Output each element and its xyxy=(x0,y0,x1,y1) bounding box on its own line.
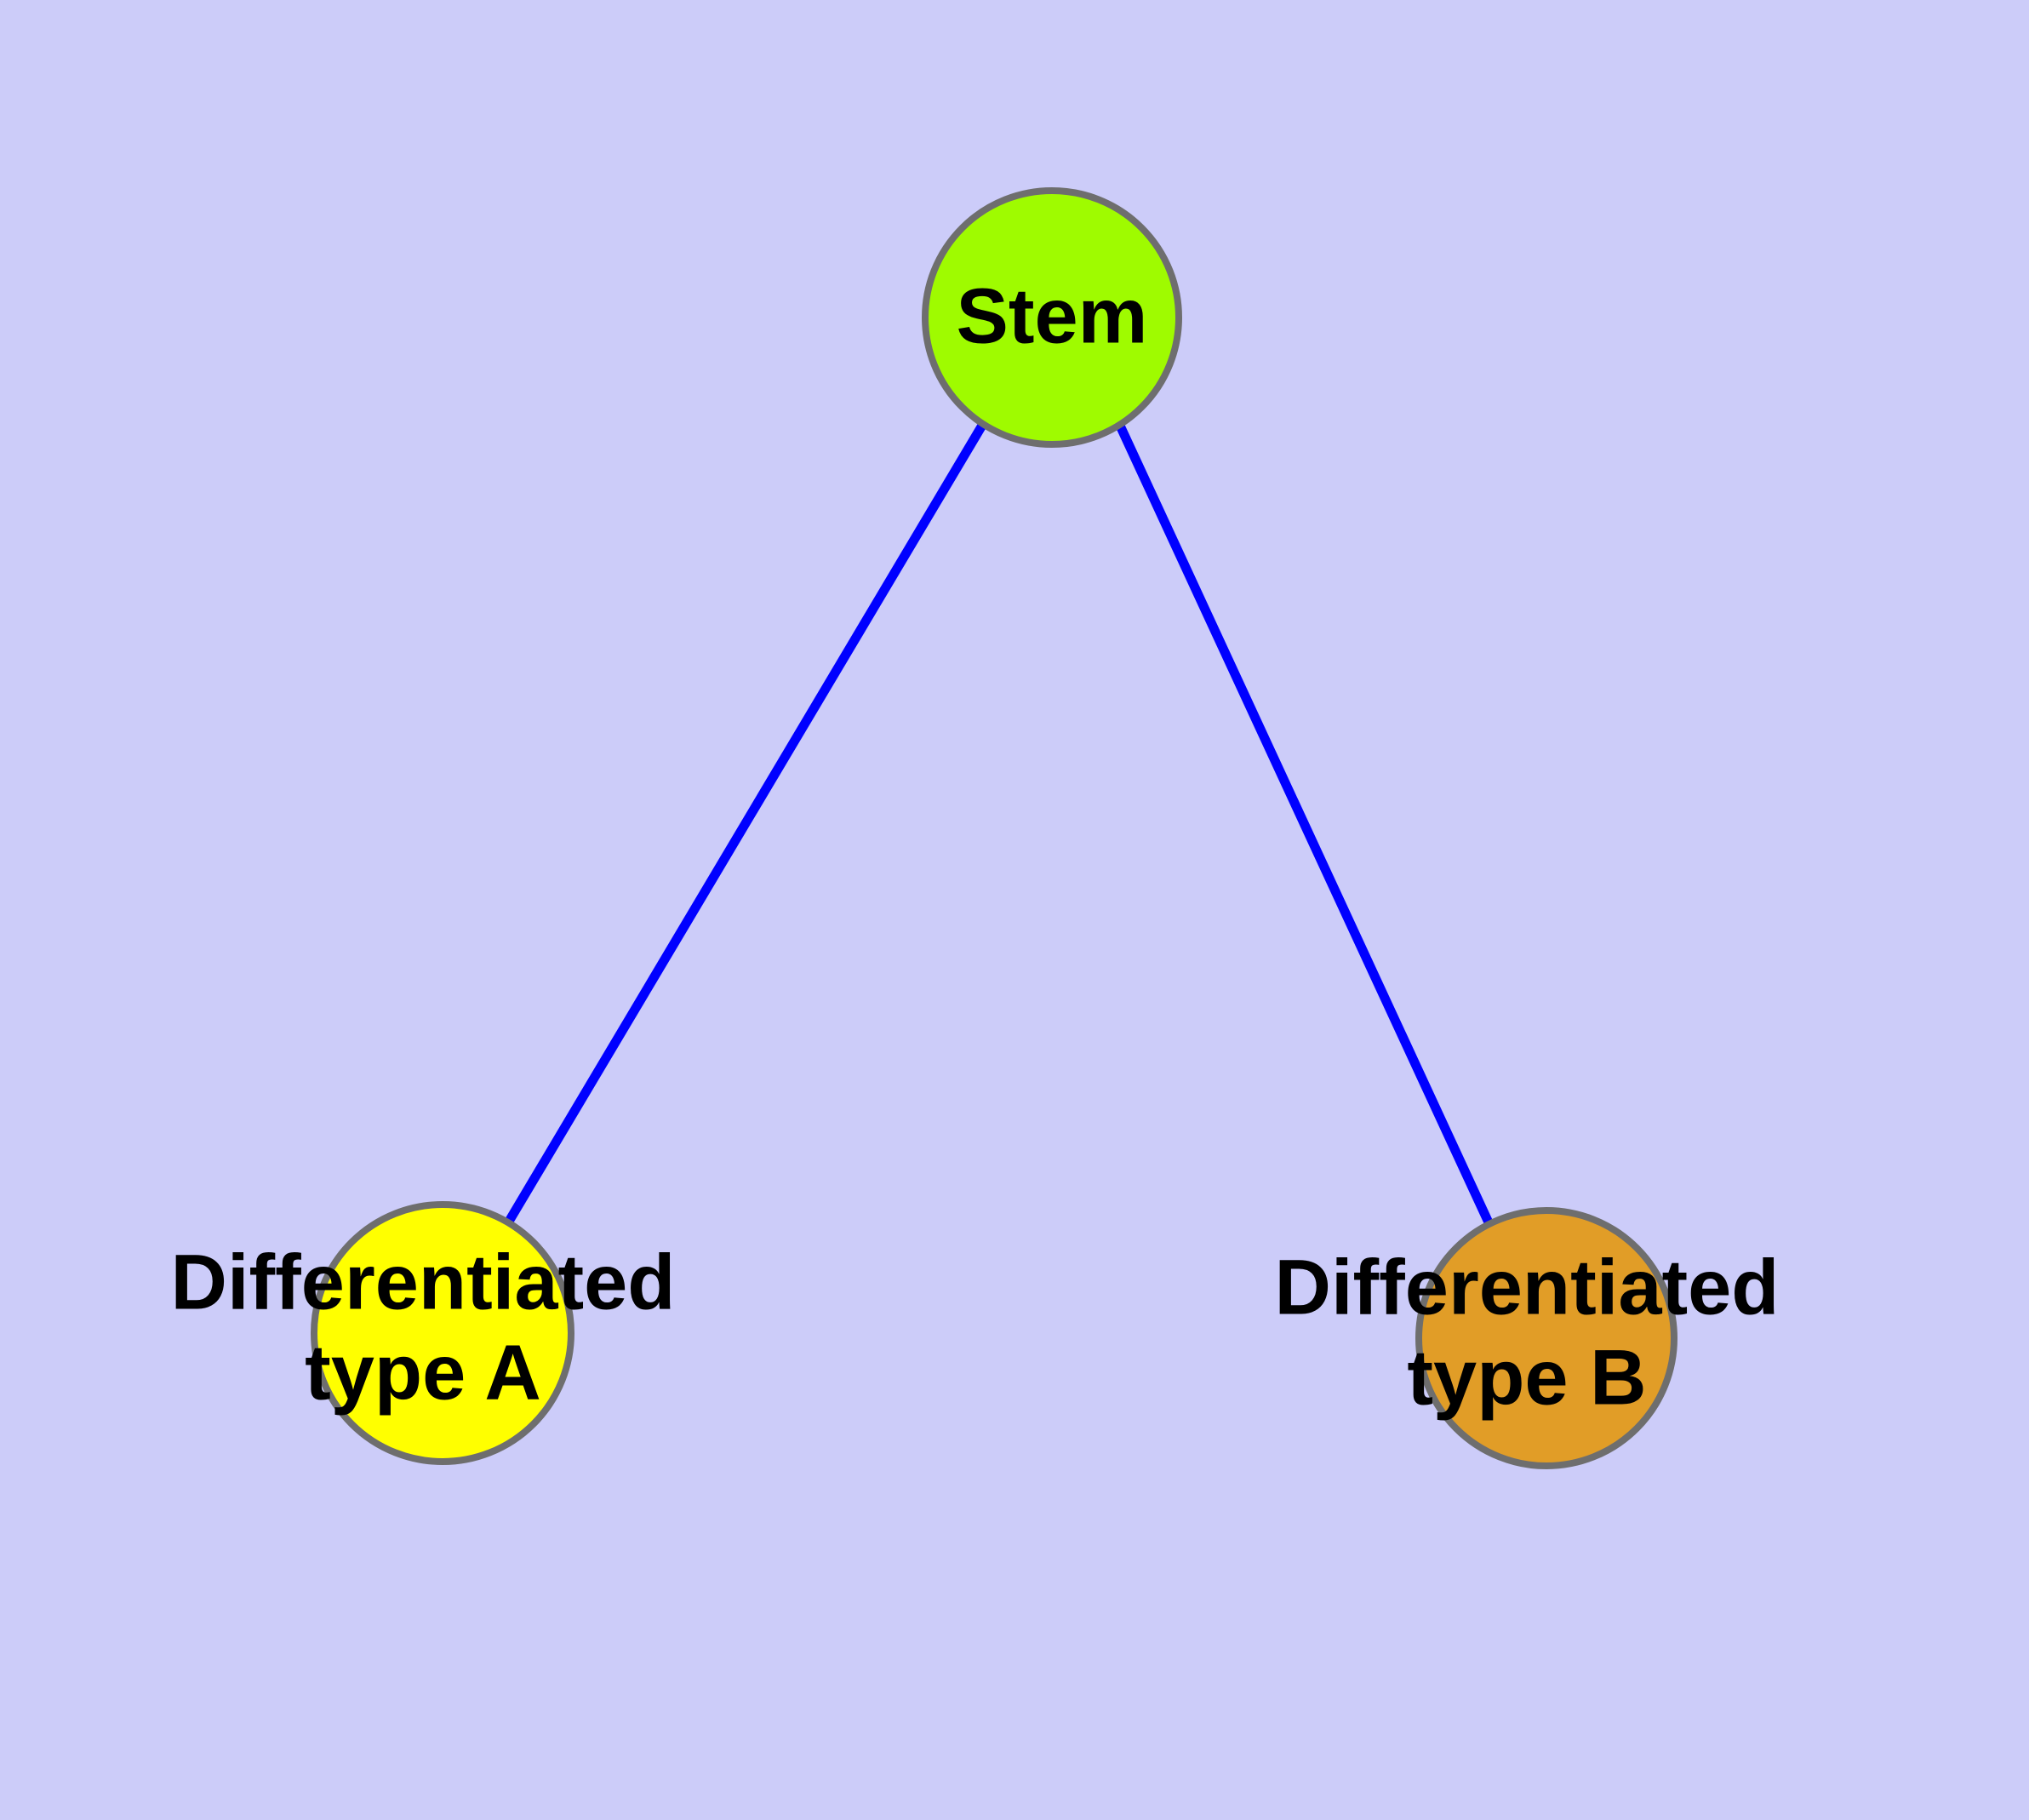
node-differentiated-type-b[interactable] xyxy=(1415,1207,1677,1469)
node-stem-circle[interactable] xyxy=(922,187,1182,448)
node-differentiated-type-a-label-line1: Differentiated xyxy=(171,1239,676,1325)
node-differentiated-type-b-label-line1: Differentiated xyxy=(1275,1244,1780,1331)
node-layer xyxy=(311,187,1677,1469)
node-differentiated-type-a-circle[interactable] xyxy=(311,1201,574,1465)
edge-stem-to-differentiated-type-a[interactable] xyxy=(506,421,987,1222)
edge-stem-to-differentiated-type-b[interactable] xyxy=(1116,423,1493,1225)
node-differentiated-type-a-label-line2: type A xyxy=(305,1329,541,1416)
label-layer: Stem Differentiated type A Differentiate… xyxy=(171,272,1780,1421)
node-stem-label-line1: Stem xyxy=(957,272,1148,359)
node-differentiated-type-b-label-line2: type B xyxy=(1407,1334,1646,1421)
node-differentiated-type-b-circle[interactable] xyxy=(1415,1207,1677,1469)
node-stem[interactable] xyxy=(922,187,1182,448)
node-differentiated-type-a[interactable] xyxy=(311,1201,574,1465)
edge-layer xyxy=(506,421,1493,1225)
